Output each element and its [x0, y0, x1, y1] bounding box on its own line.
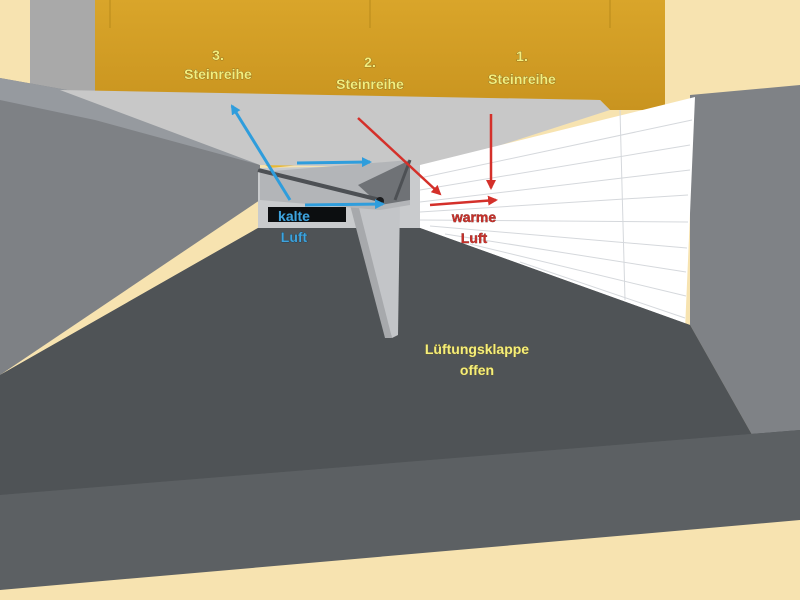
ventilation-flap-edge: [350, 204, 392, 338]
stone-row-1-label: Steinreihe: [488, 71, 556, 87]
duct-rail-right: [393, 159, 412, 201]
cold-air-arrow-top: [296, 157, 372, 168]
label-box: [268, 207, 346, 222]
warm-air-label-line2: Luft: [461, 230, 488, 246]
duct-rail: [257, 168, 381, 202]
cold-air-arrows: [230, 104, 385, 210]
stone-row-3-label: Steinreihe: [184, 66, 252, 82]
bottom-frame: [0, 520, 800, 600]
warm-air-arrow-diagonal: [357, 117, 442, 196]
stone-row-2-number: 2.: [364, 54, 376, 70]
left-wall: [0, 78, 260, 375]
warm-air-arrow-right: [429, 195, 498, 207]
stone-rows-ceiling: [95, 0, 665, 110]
ventilation-flap-label-line1: Lüftungsklappe: [425, 341, 529, 357]
warm-air-label-line1: warme: [451, 209, 497, 225]
floor-shadow: [0, 228, 800, 520]
ventilation-flap-label-line2: offen: [460, 362, 494, 378]
stone-row-2-label: Steinreihe: [336, 76, 404, 92]
cold-air-arrow-bottom: [304, 199, 385, 210]
ceiling-band: [60, 90, 610, 168]
lamella-lines: [419, 109, 693, 319]
cold-air-label-line1: kalte: [278, 208, 310, 224]
right-wall: [690, 85, 800, 520]
left-upper-wall: [30, 0, 95, 95]
stone-row-3-number: 3.: [212, 47, 224, 63]
cold-air-arrow-up: [230, 104, 292, 201]
cold-air-label-line2: Luft: [281, 229, 308, 245]
warm-air-arrows: [357, 114, 498, 207]
left-wall-top: [0, 78, 260, 165]
stone-row-1-number: 1.: [516, 48, 528, 64]
